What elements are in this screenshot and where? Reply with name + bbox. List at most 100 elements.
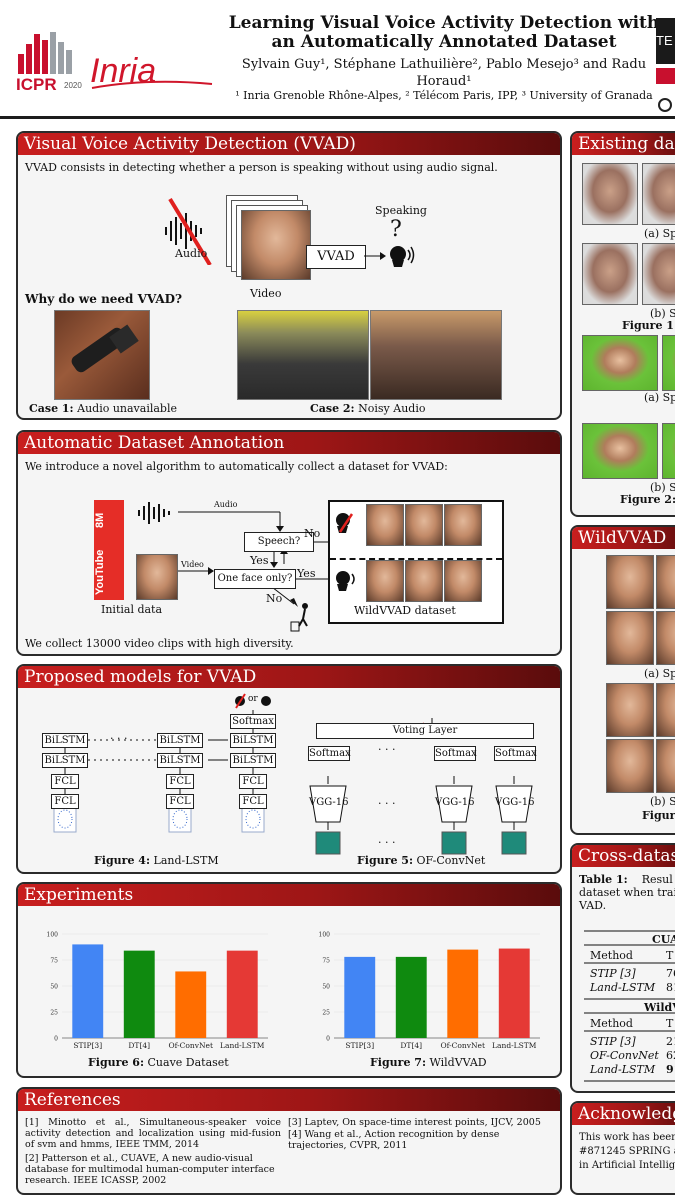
y-tick-label: 0 [326, 1036, 330, 1043]
reference-1: [1] Minotto et al., Simultaneous-speaker… [25, 1117, 281, 1150]
speech-question-box: Speech? [244, 532, 314, 552]
vgg-1: VGG-16 [309, 797, 349, 808]
conv-dots-1: · · · [378, 743, 396, 756]
speaking-face-1 [366, 560, 404, 602]
speaking-label: Speaking [375, 204, 427, 217]
bilstm-3-bottom: BiLSTM [230, 753, 276, 768]
existing-green-face-4 [662, 423, 675, 479]
y-tick-label: 0 [54, 1036, 58, 1043]
table-row-5-method: Land-LSTM [590, 1063, 656, 1076]
x-tick-label: STIP[3] [345, 1041, 374, 1050]
dataset-label: WildVVAD dataset [354, 604, 456, 617]
fcl-2-top: FCL [166, 774, 194, 789]
initial-face [136, 554, 178, 600]
table-col-t: T [666, 949, 674, 962]
references-section: References [1] Minotto et al., Simultane… [16, 1087, 562, 1195]
y-tick-label: 25 [50, 1010, 58, 1017]
figure-7-caption: Figure 7: WildVVAD [370, 1056, 487, 1069]
wild-figure: Figur [642, 809, 675, 822]
not-speaking-icon [336, 513, 354, 533]
section-title: References [18, 1089, 560, 1111]
face-yes-label: Yes [250, 554, 269, 567]
x-tick-label: Of-ConvNet [168, 1041, 213, 1050]
y-tick-label: 50 [322, 984, 330, 991]
figure-5-caption: Figure 5: OF-ConvNet [357, 854, 486, 867]
speaking-face-3 [444, 560, 482, 602]
notspeaking-face-1 [366, 504, 404, 546]
wild-face-1 [606, 555, 654, 609]
lstm-or: or [248, 694, 258, 704]
wild-face-2 [656, 555, 675, 609]
section-title: Experiments [18, 884, 560, 906]
table-row-4-value: 62 [666, 1049, 675, 1062]
lstm-softmax: Softmax [230, 714, 276, 729]
reference-4: [4] Wang et al., Action recognition by d… [288, 1129, 500, 1151]
bar-stip-3- [72, 944, 104, 1038]
bar-land-lstm [226, 950, 258, 1038]
table-caption-2: dataset when trai [579, 886, 675, 899]
existing-figure-2: Figure 2: [620, 493, 675, 506]
trash-icon [290, 603, 308, 632]
figure-4-caption: Figure 4: Land-LSTM [94, 854, 219, 867]
section-title: Proposed models for VVAD [18, 666, 560, 688]
wild-caption-a: (a) Sp [644, 667, 675, 680]
table-head-cuave: CUA [652, 933, 675, 946]
section-title: Existing datasets [572, 133, 675, 155]
speech-yes-label: Yes [297, 567, 316, 580]
telecom-logo: TE [656, 18, 675, 114]
table-col-method: Method [590, 949, 633, 962]
x-tick-label: DT[4] [128, 1041, 150, 1050]
vvad-intro: VVAD consists in detecting whether a per… [25, 161, 498, 174]
question-mark: ? [390, 217, 402, 242]
table-row-3-value: 21 [666, 1035, 675, 1048]
section-title: Cross-dataset [572, 845, 675, 867]
table-col-t-2: T [666, 1017, 674, 1030]
conv-dots-2: · · · [378, 797, 396, 810]
softmax-3: Softmax [494, 746, 537, 761]
speaking-face-2 [405, 560, 443, 602]
existing-face-1 [582, 163, 638, 225]
vvad-section: Visual Voice Activity Detection (VVAD) V… [16, 131, 562, 420]
vgg-3: VGG-16 [495, 797, 535, 808]
existing-face-2 [642, 163, 675, 225]
initial-label: Initial data [101, 603, 163, 616]
x-tick-label: Land-LSTM [492, 1041, 537, 1050]
vgg-2: VGG-16 [435, 797, 475, 808]
audio-flow-label: Audio [214, 500, 238, 509]
table-row-1-value: 76 [666, 967, 675, 980]
annotation-section: Automatic Dataset Annotation We introduc… [16, 430, 562, 656]
icpr-logo-text: ICPR [16, 75, 57, 94]
x-tick-label: Land-LSTM [220, 1041, 265, 1050]
icpr-logo: ICPR 2020 [16, 30, 84, 94]
bilstm-2-top: BiLSTM [157, 733, 203, 748]
table-row-5-value: 91 [666, 1063, 675, 1076]
fcl-3-bottom: FCL [239, 794, 267, 809]
poster-title: Learning Visual Voice Activity Detection… [228, 13, 660, 52]
acknowledgements-section: Acknowledg This work has been #871245 SP… [570, 1101, 675, 1195]
y-tick-label: 75 [322, 958, 330, 965]
header-rule [0, 116, 675, 119]
bar-stip-3- [344, 956, 376, 1038]
one-face-question-box: One face only? [214, 569, 296, 589]
face-no-label: No [266, 592, 283, 605]
voting-layer: Voting Layer [316, 723, 534, 739]
existing-caption-b1: (b) S [650, 307, 675, 320]
telecom-logo-text: TE [656, 18, 675, 64]
table-caption-3: VAD. [579, 899, 607, 912]
softmax-1: Softmax [308, 746, 351, 761]
table-head-wild: WildV [644, 1001, 675, 1014]
bar-of-convnet [447, 949, 479, 1038]
existing-datasets-section: Existing datasets (a) Sp (b) S Figure 1:… [570, 131, 675, 517]
authors: Sylvain Guy¹, Stéphane Lathuilière², Pab… [241, 57, 647, 89]
existing-green-face-2 [662, 335, 675, 391]
conv-dots-3: · · · [378, 836, 396, 849]
cross-dataset-section: Cross-dataset Table 1: Resul dataset whe… [570, 843, 675, 1093]
existing-caption-b2: (b) S [650, 481, 675, 494]
table-rules [584, 930, 675, 1082]
y-tick-label: 50 [50, 984, 58, 991]
y-tick-label: 100 [319, 932, 331, 939]
case2-caption: Case 2: Noisy Audio [310, 402, 426, 415]
existing-face-4 [642, 243, 675, 305]
